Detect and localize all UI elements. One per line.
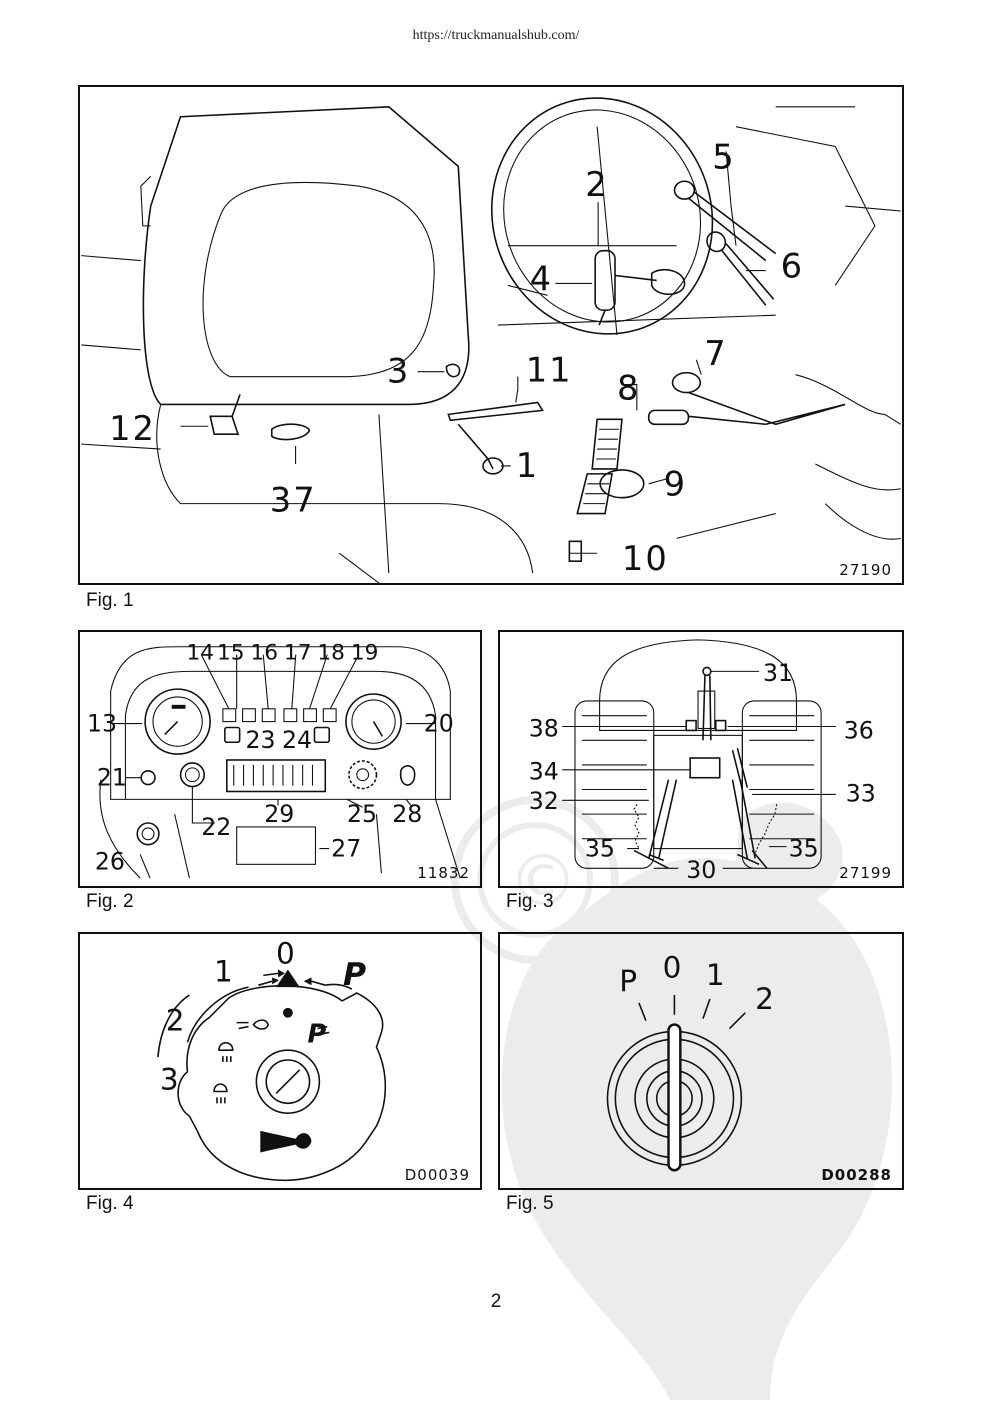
light-switch-dial-drawing: P 0 1 2 3 P bbox=[157, 937, 387, 1182]
svg-text:1: 1 bbox=[706, 958, 725, 992]
svg-text:P: P bbox=[343, 957, 366, 993]
watermark-logo: © bbox=[451, 796, 893, 1400]
source-url: https://truckmanualshub.com/ bbox=[412, 28, 580, 43]
svg-text:2: 2 bbox=[166, 1003, 185, 1037]
figure-code: 11832 bbox=[417, 864, 470, 882]
figure-4: P 0 1 2 3 P D00039 bbox=[78, 932, 482, 1190]
page-number: 2 bbox=[490, 1291, 502, 1312]
svg-text:17: 17 bbox=[284, 641, 312, 666]
figure-1: 2 4 5 6 7 8 9 10 11 3 1 12 37 27190 bbox=[78, 85, 904, 585]
ignition-switch-drawing: P 0 1 2 bbox=[606, 950, 774, 1172]
svg-text:P: P bbox=[308, 1019, 327, 1049]
svg-text:22: 22 bbox=[201, 813, 231, 841]
svg-text:P: P bbox=[619, 964, 637, 998]
tractor-cab-drawing: 2 4 5 6 7 8 9 10 11 3 1 12 37 bbox=[81, 97, 901, 583]
svg-text:25: 25 bbox=[347, 800, 377, 828]
dial-label-0: 0 bbox=[276, 937, 295, 971]
svg-text:6: 6 bbox=[781, 246, 802, 285]
figure-caption: Fig. 2 bbox=[86, 891, 134, 912]
svg-text:18: 18 bbox=[317, 641, 345, 666]
figure-caption: Fig. 5 bbox=[506, 1193, 554, 1214]
svg-text:1: 1 bbox=[516, 446, 537, 485]
svg-text:4: 4 bbox=[530, 259, 551, 298]
svg-text:23: 23 bbox=[246, 726, 276, 754]
three-point-linkage-drawing: 31 38 36 34 32 33 35 35 30 bbox=[529, 639, 876, 884]
svg-text:30: 30 bbox=[686, 856, 716, 884]
svg-text:13: 13 bbox=[87, 709, 117, 737]
svg-text:9: 9 bbox=[664, 465, 685, 504]
svg-text:0: 0 bbox=[663, 950, 682, 984]
svg-text:2: 2 bbox=[585, 165, 606, 204]
svg-text:19: 19 bbox=[351, 641, 379, 666]
svg-text:32: 32 bbox=[529, 787, 559, 815]
figure-code: 27190 bbox=[839, 561, 892, 579]
svg-text:8: 8 bbox=[617, 368, 638, 407]
svg-text:14: 14 bbox=[186, 641, 214, 666]
svg-text:15: 15 bbox=[217, 641, 245, 666]
svg-text:38: 38 bbox=[529, 714, 559, 742]
svg-text:35: 35 bbox=[789, 834, 819, 862]
figure-caption: Fig. 3 bbox=[506, 891, 554, 912]
svg-text:©: © bbox=[508, 840, 578, 922]
figure-code: 27199 bbox=[839, 864, 892, 882]
svg-text:29: 29 bbox=[264, 800, 294, 828]
figure-5: P 0 1 2 D00288 bbox=[498, 932, 904, 1190]
svg-text:35: 35 bbox=[585, 834, 615, 862]
figure-code: D00039 bbox=[404, 1166, 470, 1184]
figure-3: 31 38 36 34 32 33 35 35 30 27199 bbox=[498, 630, 904, 888]
svg-text:5: 5 bbox=[712, 137, 733, 176]
svg-text:3: 3 bbox=[387, 352, 408, 391]
instrument-panel-drawing: 14 15 16 17 18 19 13 20 23 24 21 22 29 2… bbox=[87, 641, 461, 879]
svg-text:16: 16 bbox=[250, 641, 278, 666]
svg-text:28: 28 bbox=[392, 800, 422, 828]
svg-text:3: 3 bbox=[160, 1063, 179, 1097]
figure-code: D00288 bbox=[821, 1166, 892, 1184]
svg-text:27: 27 bbox=[331, 834, 361, 862]
svg-text:31: 31 bbox=[763, 659, 793, 687]
figure-caption: Fig. 4 bbox=[86, 1193, 134, 1214]
svg-text:21: 21 bbox=[97, 764, 127, 792]
svg-text:2: 2 bbox=[755, 982, 774, 1016]
svg-text:26: 26 bbox=[95, 847, 125, 875]
figure-caption: Fig. 1 bbox=[86, 590, 134, 611]
svg-text:20: 20 bbox=[424, 709, 454, 737]
svg-text:36: 36 bbox=[844, 716, 874, 744]
svg-text:24: 24 bbox=[282, 726, 312, 754]
svg-text:11: 11 bbox=[526, 351, 573, 390]
svg-text:7: 7 bbox=[704, 334, 725, 373]
svg-text:1: 1 bbox=[214, 954, 233, 988]
svg-text:37: 37 bbox=[270, 481, 317, 520]
svg-text:34: 34 bbox=[529, 758, 559, 786]
figure-2: 14 15 16 17 18 19 13 20 23 24 21 22 29 2… bbox=[78, 630, 482, 888]
svg-text:12: 12 bbox=[109, 409, 156, 448]
svg-text:33: 33 bbox=[846, 779, 876, 807]
svg-text:10: 10 bbox=[622, 539, 669, 578]
